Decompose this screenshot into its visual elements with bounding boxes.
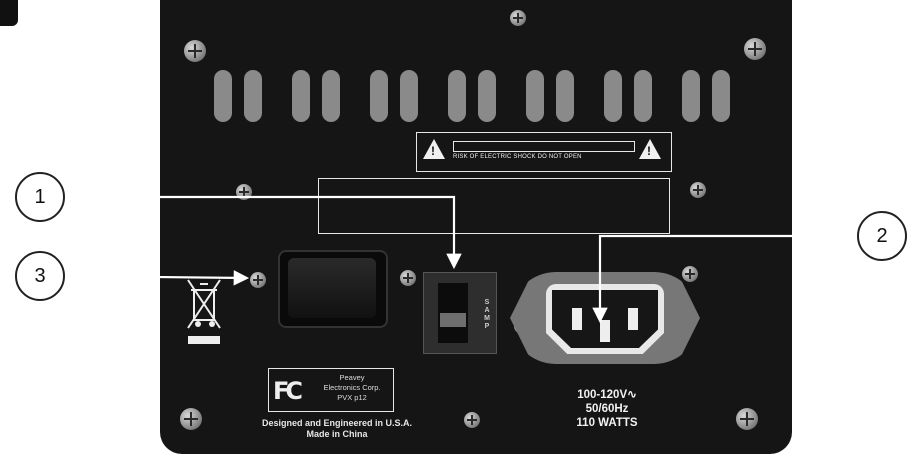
- switch-label: S A M P: [482, 299, 492, 331]
- designed-in-text: Designed and Engineered in U.S.A.: [261, 418, 413, 428]
- switch-label-letter: M: [484, 315, 490, 322]
- callout-leader-line: [592, 234, 858, 324]
- switch-knob[interactable]: [440, 313, 466, 327]
- vent-slot: [448, 70, 466, 122]
- fcc-label: FC Peavey Electronics Corp. PVX p12: [268, 368, 394, 412]
- model-number: PVX p12: [337, 393, 367, 402]
- electric-shock-warning-icon: !: [423, 139, 445, 159]
- shock-warning-label: ! RISK OF ELECTRIC SHOCK DO NOT OPEN !: [416, 132, 672, 172]
- callout-number: 1: [34, 186, 45, 208]
- vent-slot: [370, 70, 388, 122]
- vent-slot: [478, 70, 496, 122]
- corner-tab: [0, 0, 18, 26]
- callout-3: 3: [15, 251, 250, 301]
- voltage-rating: 100-120V∿: [577, 389, 637, 401]
- callout-number: 2: [876, 225, 887, 247]
- inlet-ground-pin: [600, 320, 610, 342]
- screw-icon: [400, 270, 416, 286]
- vent-slot: [682, 70, 700, 122]
- screw-icon: [184, 40, 206, 62]
- screw-icon: [736, 408, 758, 430]
- switch-label-letter: A: [484, 307, 490, 314]
- screw-icon: [250, 272, 266, 288]
- vent-slot: [556, 70, 574, 122]
- fcc-logo-icon: FC: [273, 377, 303, 405]
- callout-number: 3: [34, 265, 45, 287]
- selector-switch[interactable]: S A M P: [423, 272, 497, 354]
- inlet-pin: [572, 308, 582, 330]
- vent-slot: [604, 70, 622, 122]
- callout-circle: [15, 172, 65, 222]
- switch-label-letter: P: [484, 323, 490, 330]
- wattage-rating: 110 WATTS: [576, 417, 638, 429]
- screw-icon: [682, 266, 698, 282]
- switch-label-letter: S: [484, 299, 490, 306]
- vent-slot: [322, 70, 340, 122]
- warning-label-frame: [453, 141, 635, 152]
- vent-slot: [214, 70, 232, 122]
- vent-slot: [712, 70, 730, 122]
- inlet-pin: [628, 308, 638, 330]
- vent-slot: [634, 70, 652, 122]
- callout-1: 1: [15, 172, 462, 270]
- warning-text: RISK OF ELECTRIC SHOCK DO NOT OPEN: [453, 154, 582, 160]
- screw-icon: [744, 38, 766, 60]
- screw-icon: [464, 412, 480, 428]
- screw-icon: [690, 182, 706, 198]
- vent-slot: [400, 70, 418, 122]
- frequency-rating: 50/60Hz: [585, 403, 629, 415]
- label-outline: [318, 178, 670, 234]
- power-rocker-switch[interactable]: [278, 250, 388, 328]
- callout-leader-line: [64, 195, 462, 270]
- rocker-paddle: [288, 258, 376, 318]
- manufacturer-corp: Electronics Corp.: [323, 383, 381, 392]
- callout-2: 2: [592, 211, 907, 324]
- switch-slot: [438, 283, 468, 343]
- vent-slots: [214, 70, 734, 122]
- origin-text: Designed and Engineered in U.S.A. Made i…: [232, 418, 442, 440]
- callout-leader-line: [63, 270, 250, 286]
- screw-icon: [510, 10, 526, 26]
- callout-circle: [857, 211, 907, 261]
- vent-slot: [244, 70, 262, 122]
- weee-recycle-icon: [187, 279, 221, 329]
- screw-icon: [180, 408, 202, 430]
- made-in-text: Made in China: [306, 429, 368, 439]
- power-rating: 100-120V∿ 50/60Hz 110 WATTS: [548, 388, 666, 430]
- weee-bar: [188, 336, 220, 344]
- vent-slot: [292, 70, 310, 122]
- vent-slot: [526, 70, 544, 122]
- manufacturer-name: Peavey: [339, 373, 365, 382]
- callout-circle: [15, 251, 65, 301]
- electric-shock-warning-icon: !: [639, 139, 661, 159]
- fcc-label-text: Peavey Electronics Corp. PVX p12: [313, 373, 391, 403]
